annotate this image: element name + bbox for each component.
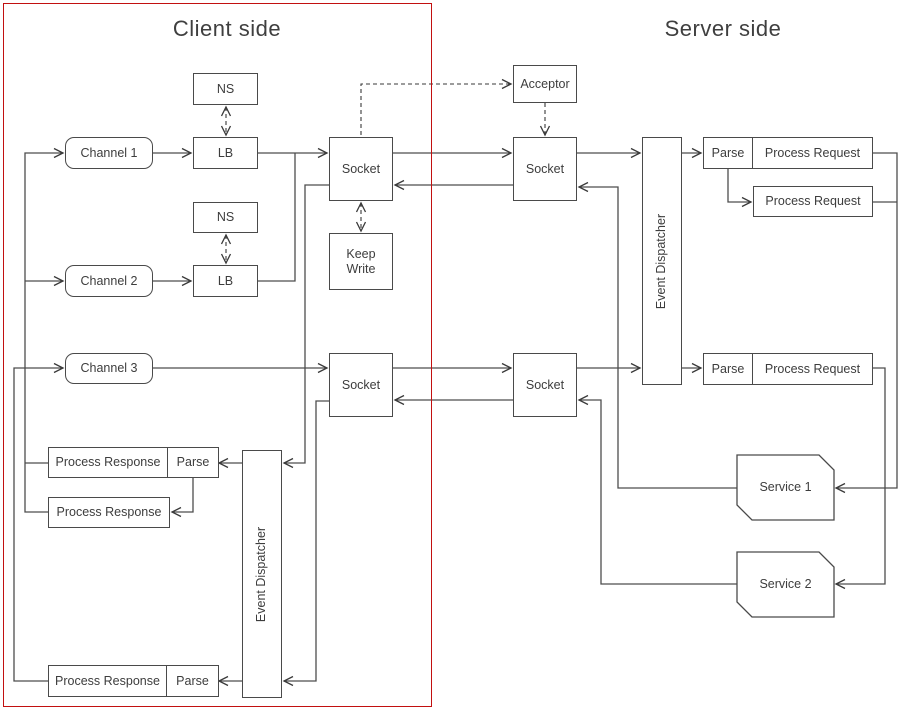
edge-response3-to-channel3 — [13, 362, 65, 682]
node-keep-write: Keep Write — [329, 233, 393, 290]
node-channel-3: Channel 3 — [65, 353, 153, 384]
node-channel-1: Channel 1 — [65, 137, 153, 169]
edge-request1-service1 — [834, 152, 898, 494]
client-side-title: Client side — [172, 16, 282, 41]
node-process-response-1: Process Response — [48, 447, 168, 478]
node-server-socket-1: Socket — [513, 137, 577, 201]
node-ns-1: NS — [193, 73, 258, 105]
edge-service1-ssocket1 — [577, 181, 737, 489]
node-client-event-dispatcher: Event Dispatcher — [242, 450, 282, 698]
edge-sparse1-request2 — [727, 169, 753, 208]
node-server-parse-2: Parse — [703, 353, 753, 385]
node-process-response-2: Process Response — [48, 497, 170, 528]
node-process-request-3: Process Request — [752, 353, 873, 385]
node-server-event-dispatcher: Event Dispatcher — [642, 137, 682, 385]
node-channel-2: Channel 2 — [65, 265, 153, 297]
node-lb-2: LB — [193, 265, 258, 297]
node-client-parse-1: Parse — [167, 447, 219, 478]
edge-service2-ssocket2 — [577, 394, 737, 585]
edge-request3-service2 — [834, 367, 886, 590]
edge-csocket1-acceptor — [360, 78, 513, 135]
node-process-request-1: Process Request — [752, 137, 873, 169]
node-process-response-3: Process Response — [48, 665, 167, 697]
edge-csocket1-dispatcher — [282, 184, 329, 469]
edge-response-to-channel1 — [24, 147, 65, 513]
node-client-socket-1: Socket — [329, 137, 393, 201]
node-ns-2: NS — [193, 202, 258, 233]
node-lb-1: LB — [193, 137, 258, 169]
node-service-1-label: Service 1 — [759, 480, 812, 494]
node-acceptor: Acceptor — [513, 65, 577, 103]
node-client-parse-3: Parse — [166, 665, 219, 697]
node-service-2-label: Service 2 — [759, 577, 812, 591]
node-service-2-shape — [736, 551, 835, 618]
node-service-1-shape — [736, 454, 835, 521]
node-process-request-2: Process Request — [753, 186, 873, 217]
node-server-socket-2: Socket — [513, 353, 577, 417]
edge-parse1-response2 — [170, 478, 194, 518]
node-client-socket-2: Socket — [329, 353, 393, 417]
node-server-parse-1: Parse — [703, 137, 753, 169]
edge-csocket2-dispatcher — [282, 400, 329, 687]
edge-lb2-junction — [258, 153, 296, 282]
server-side-title: Server side — [664, 16, 782, 41]
